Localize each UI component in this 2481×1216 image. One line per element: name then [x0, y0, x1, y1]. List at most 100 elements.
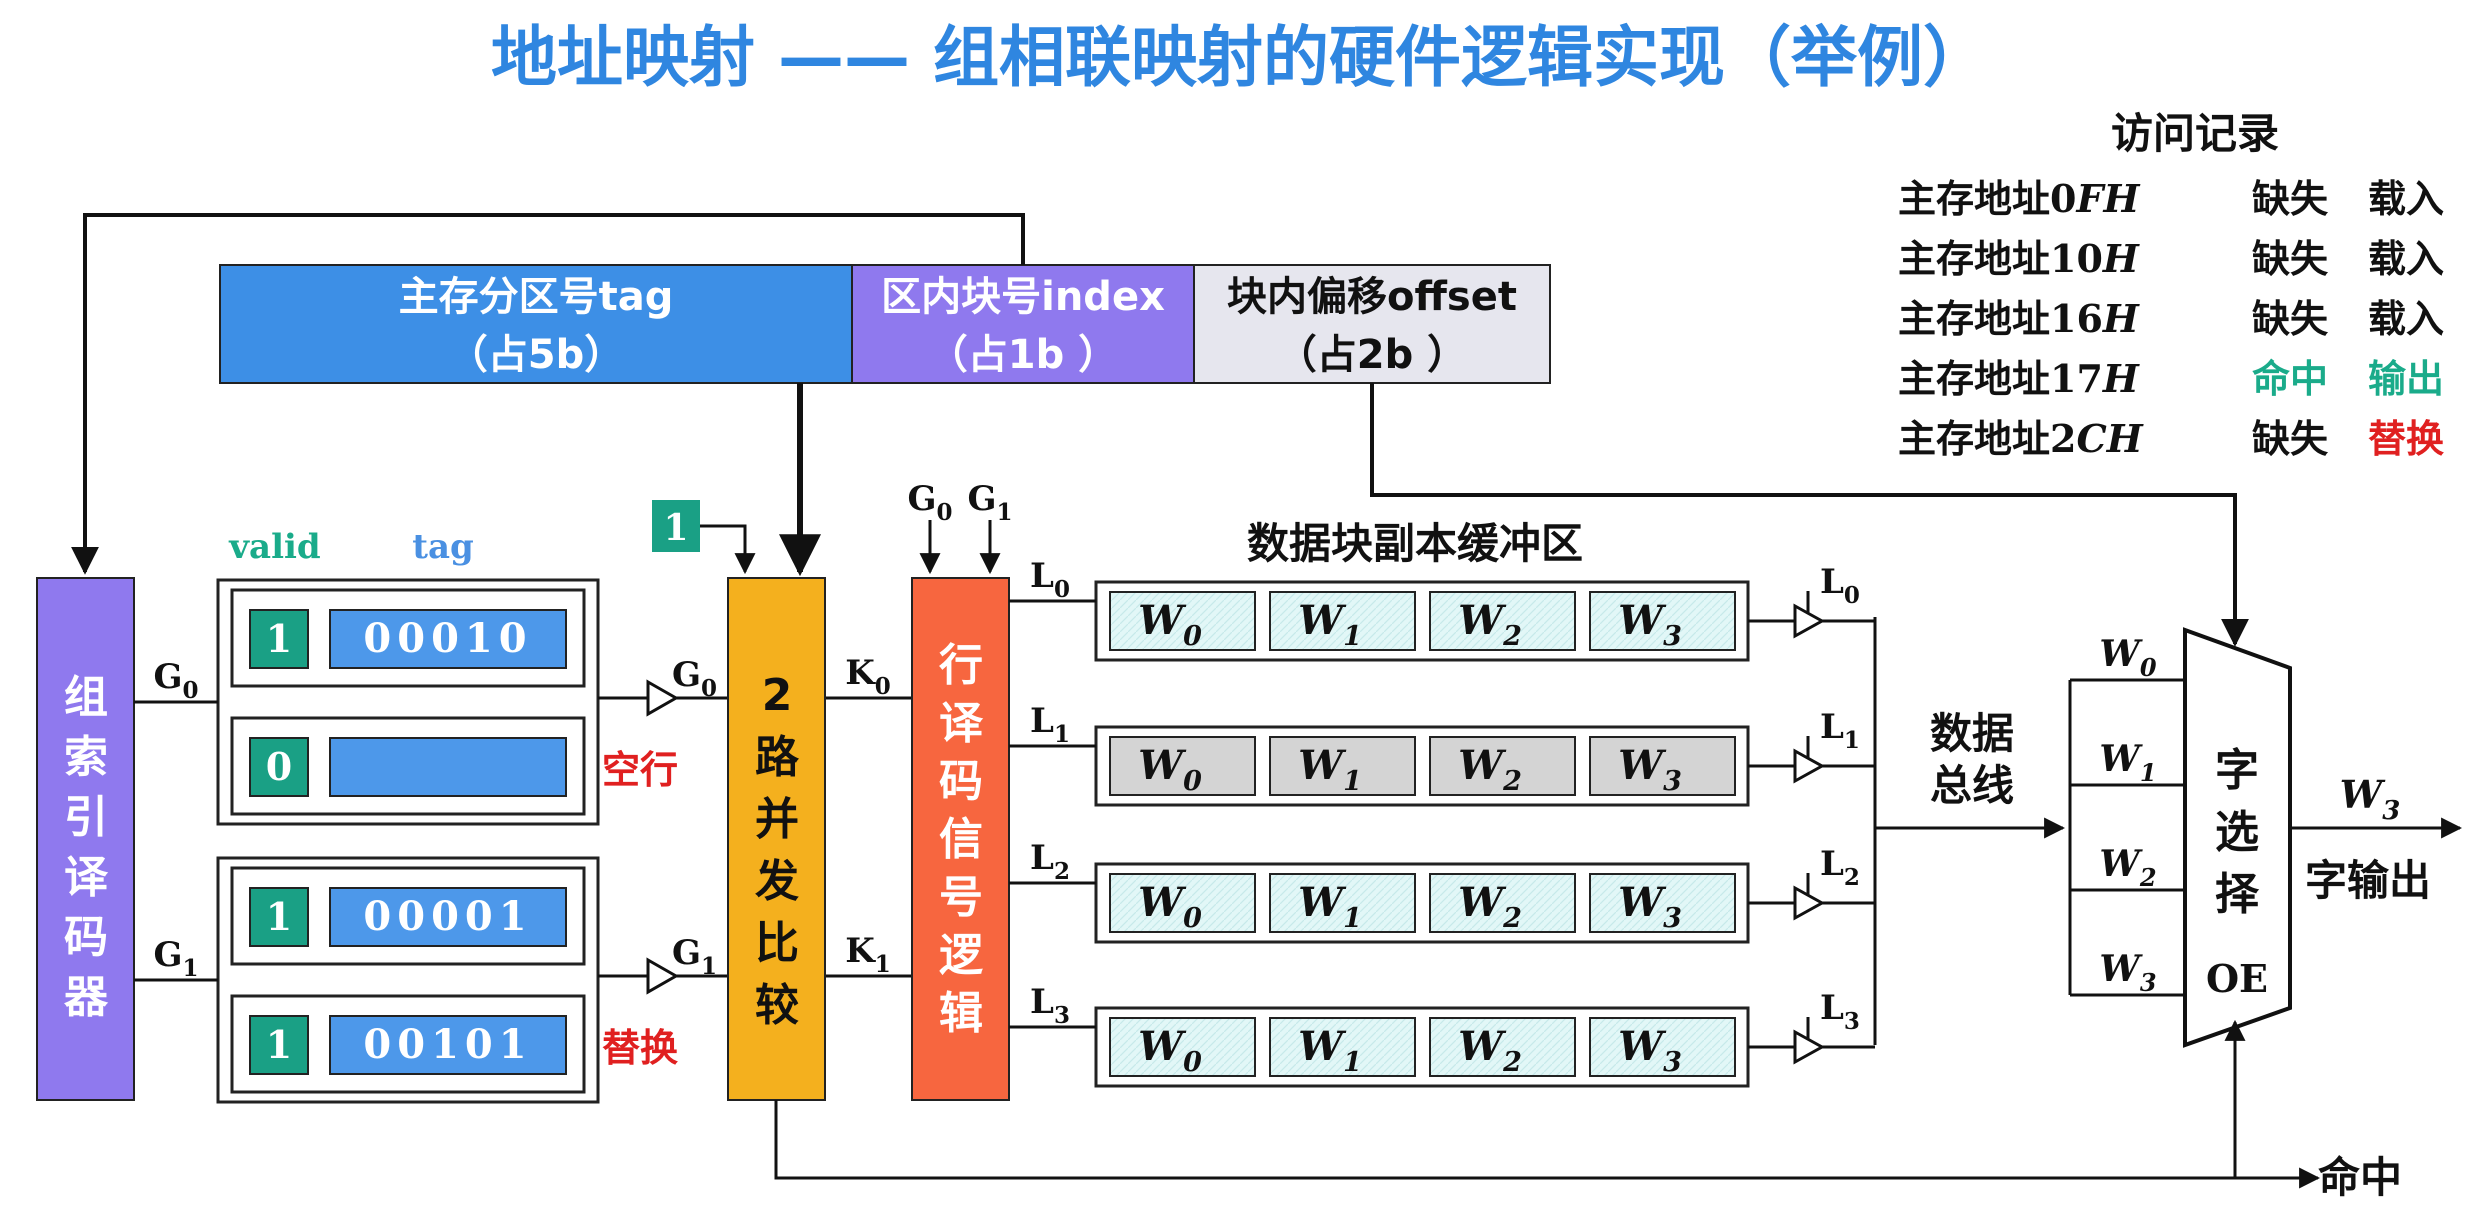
comparator-output-label: K0 [845, 653, 891, 700]
constant-one-label: 1 [663, 507, 688, 549]
comparator-char: 比 [755, 918, 799, 969]
offset-field-width: （占2b ） [1277, 332, 1467, 378]
row-decoder-char: 号 [939, 872, 983, 923]
group-select-label: G0 [153, 657, 198, 704]
buffer-label: G0 [672, 655, 717, 702]
row-tristate-buffer [1793, 885, 1826, 921]
data-word-label: W0 [1138, 1023, 1202, 1078]
data-word-label: W2 [1458, 1023, 1522, 1078]
tag-field-width: （占5b） [448, 332, 624, 378]
tag-value: 00101 [363, 1021, 532, 1068]
buffer-label: G1 [672, 933, 717, 980]
offset-field [1193, 264, 1551, 384]
tag-field [219, 264, 853, 384]
comparator-char: 较 [755, 980, 799, 1031]
valid-bit-value: 0 [266, 744, 292, 789]
log-address: 主存地址10H [1898, 236, 2140, 281]
row-enable-label: L1 [1820, 707, 1860, 754]
output-enable-label: OE [2206, 956, 2268, 1001]
index-field-width: （占1b ） [928, 332, 1118, 378]
cache-line-note: 替换 [602, 1026, 678, 1070]
offset-field-label: 块内偏移offset [1227, 274, 1517, 320]
address-format: 主存分区号tag （占5b） 区内块号index （占1b ） 块内偏移offs… [219, 264, 1551, 384]
data-word-label: W3 [1618, 1023, 1682, 1078]
data-word-label: W1 [1298, 597, 1362, 652]
data-word-label: W0 [1138, 879, 1202, 934]
index-field [851, 264, 1195, 384]
row-decoder-char: 逻 [939, 930, 983, 981]
comparator-output-label: K1 [845, 931, 891, 978]
valid-bit-box [249, 887, 309, 947]
group-index-decoder [36, 577, 135, 1101]
mux-input-label: W1 [2099, 738, 2156, 787]
data-word-cell [1269, 591, 1416, 651]
row-tristate-buffer [1793, 1029, 1826, 1065]
row-select-label: L3 [1030, 982, 1070, 1029]
comparator-char: 路 [755, 732, 800, 783]
data-word-cell [1589, 1017, 1736, 1077]
data-word-label: W3 [1618, 742, 1682, 797]
index-field-label: 区内块号index [881, 274, 1165, 320]
hit-wire [774, 1100, 2321, 1189]
row-tristate-buffer [1793, 603, 1826, 639]
data-word-cell [1109, 873, 1256, 933]
access-log-heading: 访问记录 [2111, 109, 2279, 158]
valid-bit-value: 1 [266, 616, 292, 661]
data-word-cell [1269, 736, 1416, 796]
tristate-buffer [646, 679, 680, 717]
page-title: 地址映射 —— 组相联映射的硬件逻辑实现（举例） [491, 19, 1989, 96]
constant-one-box [652, 500, 700, 552]
valid-bit-value: 1 [266, 1022, 292, 1067]
data-word-cell [1589, 736, 1736, 796]
row-decoder-char: 辑 [939, 988, 983, 1039]
tag-header: tag [412, 527, 474, 567]
tag-value: 00001 [363, 893, 532, 940]
log-address: 主存地址16H [1898, 296, 2140, 341]
word-output-value: W3 [2340, 772, 2401, 826]
group-select-label: G1 [153, 935, 198, 982]
log-result: 缺失 [2252, 417, 2329, 461]
mux-input-label: W2 [2099, 843, 2156, 892]
data-word-label: W1 [1298, 742, 1362, 797]
log-action: 载入 [2368, 237, 2444, 281]
hit-label: 命中 [2318, 1153, 2402, 1202]
row-decoder-char: 码 [939, 756, 983, 807]
data-word-label: W0 [1138, 742, 1202, 797]
tristate-buffer [646, 957, 680, 995]
mux-input-label: W0 [2099, 633, 2156, 682]
word-output-label: 字输出 [2305, 856, 2431, 905]
constant-one-wire [700, 524, 756, 575]
log-action: 载入 [2368, 177, 2444, 221]
valid-bit-box [249, 609, 309, 669]
tag-value-box [329, 609, 567, 669]
row-select-label: L2 [1030, 838, 1070, 885]
data-word-cell [1109, 591, 1256, 651]
mux-input-label: W3 [2099, 948, 2156, 997]
comparator-char: 发 [755, 856, 799, 907]
data-word-label: W1 [1298, 1023, 1362, 1078]
data-word-label: W2 [1458, 597, 1522, 652]
row-select-label: L0 [1030, 556, 1070, 603]
valid-bit-box [249, 1015, 309, 1075]
row-decoder-input-label: G0 [907, 479, 952, 526]
data-word-label: W0 [1138, 597, 1202, 652]
buffer-header: 数据块副本缓冲区 [1247, 519, 1583, 568]
data-word-cell [1429, 873, 1576, 933]
comparator-char: 2 [762, 670, 793, 721]
data-word-label: W3 [1618, 879, 1682, 934]
data-word-cell [1429, 736, 1576, 796]
row-decoder-logic [911, 577, 1010, 1101]
row-enable-label: L0 [1820, 562, 1860, 609]
log-result: 缺失 [2252, 177, 2329, 221]
mux-label-char: 择 [2215, 869, 2260, 920]
row-tristate-buffer [1793, 748, 1826, 784]
mux-label-char: 字 [2215, 745, 2259, 796]
decoder-char: 码 [64, 912, 108, 963]
log-action: 载入 [2368, 297, 2444, 341]
data-bus-label-line1: 数据 [1930, 709, 2014, 758]
log-address: 主存地址0FH [1898, 176, 2140, 221]
log-address: 主存地址17H [1898, 356, 2140, 401]
tag-value-box [329, 887, 567, 947]
index-to-decoder-wire [71, 213, 1025, 575]
tag-field-label: 主存分区号tag [399, 274, 674, 320]
